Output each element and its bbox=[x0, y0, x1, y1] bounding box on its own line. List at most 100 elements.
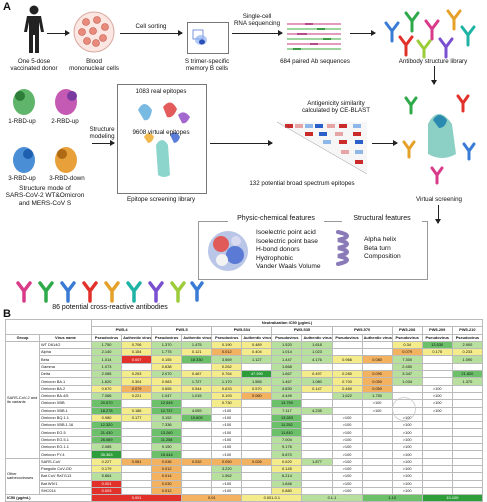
ic50-cell bbox=[451, 486, 484, 496]
ic50-cell: 1.370 bbox=[151, 340, 183, 350]
subcol-header: Authentic virus bbox=[241, 333, 273, 342]
paired-sequences-icon bbox=[287, 23, 341, 50]
ic50-cell bbox=[361, 421, 393, 430]
virus-name-cell: Bat WIV1 bbox=[39, 479, 92, 488]
memory-b-label: S trimer-specific memory B cells bbox=[184, 58, 230, 73]
ic50-cell: 0.012 bbox=[151, 486, 183, 496]
struct-item: Composition bbox=[364, 253, 401, 261]
ic50-cell: 0.179 bbox=[90, 464, 123, 474]
ic50-cell: 0.404 bbox=[241, 348, 273, 357]
ic50-cell bbox=[301, 472, 333, 481]
ic50-cell bbox=[451, 457, 484, 466]
ic50-cell: 0.620 bbox=[271, 457, 303, 466]
virus-name-cell: Delta bbox=[39, 370, 92, 379]
physchem-list: Isoelectric point acid Isoelectric point… bbox=[256, 229, 321, 272]
arrow-epitope-antigenicity bbox=[210, 140, 273, 146]
ic50-cell: 0.050 bbox=[361, 377, 393, 386]
ic50-cell: 0.012 bbox=[211, 348, 243, 357]
struct-item: Alpha helix bbox=[364, 236, 397, 243]
structure-modeling-label: Structure modeling bbox=[89, 126, 115, 141]
physchem-title: Physic-chemical features bbox=[228, 215, 324, 224]
ic50-cell bbox=[181, 472, 213, 481]
ic50-cell: 0.145 bbox=[271, 464, 303, 474]
ic50-legend-label: IC50 (μg/mL) bbox=[5, 494, 92, 502]
struct-list: Alpha helix Beta turn Composition bbox=[364, 236, 401, 262]
alpha-helix-icon bbox=[336, 230, 349, 266]
legend-cell: 0.1-1 bbox=[301, 494, 363, 502]
ic50-cell: 3.347 bbox=[391, 370, 423, 379]
ic50-cell: 3.152 bbox=[151, 413, 183, 423]
ic50-cell: 2.900 bbox=[451, 340, 484, 350]
ic50-cell: >100 bbox=[331, 464, 363, 474]
ic50-cell bbox=[241, 464, 273, 474]
ic50-cell: >100 bbox=[331, 457, 363, 466]
ic50-cell bbox=[361, 362, 393, 372]
ic50-cell bbox=[421, 377, 453, 386]
ic50-cell bbox=[241, 413, 273, 423]
rbd2-label: 2-RBD-up bbox=[51, 118, 79, 125]
ic50-cell: 0.177 bbox=[121, 413, 153, 423]
ic50-cell: 0.544 bbox=[181, 384, 213, 393]
ic50-cell: >100 bbox=[211, 406, 243, 415]
ic50-cell bbox=[421, 443, 453, 452]
ic50-cell bbox=[241, 428, 273, 437]
ic50-cell: 1.023 bbox=[301, 348, 333, 357]
ic50-cell: 0.34 bbox=[391, 340, 423, 350]
ic50-cell: 0.764 bbox=[211, 370, 243, 379]
virus-name-cell: SHC014 bbox=[39, 486, 92, 496]
ic50-cell: 0.638 bbox=[151, 362, 183, 372]
ic50-cell: 1.073 bbox=[90, 362, 123, 372]
donor-label: One 5-dose vaccinated donor bbox=[10, 58, 58, 73]
ic50-cell: 1.750 bbox=[361, 391, 393, 401]
ic50-cell: 0.980 bbox=[90, 413, 123, 423]
virus-name-cell: Omicron XBB.1 bbox=[39, 406, 92, 415]
ic50-cell: >100 bbox=[361, 406, 393, 415]
pbmc-dish-icon bbox=[73, 11, 115, 53]
ic50-cell: 0.467 bbox=[181, 370, 213, 379]
antibody-header: PW5-5 bbox=[151, 326, 213, 335]
ic50-cell: 0.026 bbox=[241, 457, 273, 466]
ic50-cell bbox=[361, 443, 393, 452]
ic50-cell: 0.221 bbox=[121, 391, 153, 401]
ic50-cell bbox=[451, 472, 484, 481]
ic50-cell: 1.475 bbox=[181, 340, 213, 350]
ic50-cell: 0.090 bbox=[361, 370, 393, 379]
ic50-cell: 1.618 bbox=[301, 340, 333, 350]
subcol-header: Pseudovirus bbox=[151, 333, 183, 342]
ic50-cell: 1.080 bbox=[301, 377, 333, 386]
ic50-cell: >100 bbox=[421, 399, 453, 408]
subcol-header: Pseudovirus bbox=[271, 333, 303, 342]
ic50-cell bbox=[451, 362, 484, 372]
antibody-library-icon bbox=[384, 9, 476, 59]
ic50-cell bbox=[421, 428, 453, 437]
ic50-cell: 0.032 bbox=[181, 457, 213, 466]
ic50-cell: 1.170 bbox=[211, 377, 243, 386]
ic50-cell: 1.668 bbox=[271, 362, 303, 372]
ic50-cell: >100 bbox=[361, 399, 393, 408]
cross-reactive-antibodies-icon bbox=[16, 281, 204, 303]
arrow-features-to-output bbox=[206, 290, 406, 291]
ic50-cell: 4.235 bbox=[301, 406, 333, 415]
ic50-cell bbox=[421, 355, 453, 364]
ic50-cell: 0.079 bbox=[391, 348, 423, 357]
virus-name-cell: Omicron BQ.1.1 bbox=[39, 413, 92, 423]
virus-name-cell: Omicron EG.1.1 bbox=[39, 443, 92, 452]
ic50-cell: >100 bbox=[331, 421, 363, 430]
ic50-cell: 2.085 bbox=[90, 443, 123, 452]
virus-name-cell: Omicron FY.4 bbox=[39, 450, 92, 459]
ic50-cell: >100 bbox=[331, 486, 363, 496]
group-cell: SARS-CoV-2 and its variants bbox=[5, 340, 40, 459]
ic50-cell: 13.530 bbox=[421, 340, 453, 350]
ic50-cell: 3.220 bbox=[211, 464, 243, 474]
ic50-cell bbox=[361, 479, 393, 488]
virus-name-cell: Omicron XBB bbox=[39, 399, 92, 408]
ic50-cell bbox=[361, 486, 393, 496]
ic50-cell bbox=[241, 421, 273, 430]
ic50-cell bbox=[421, 413, 453, 423]
ic50-cell bbox=[451, 413, 484, 423]
ic50-cell bbox=[181, 435, 213, 445]
struct-item: Beta turn bbox=[364, 244, 391, 252]
